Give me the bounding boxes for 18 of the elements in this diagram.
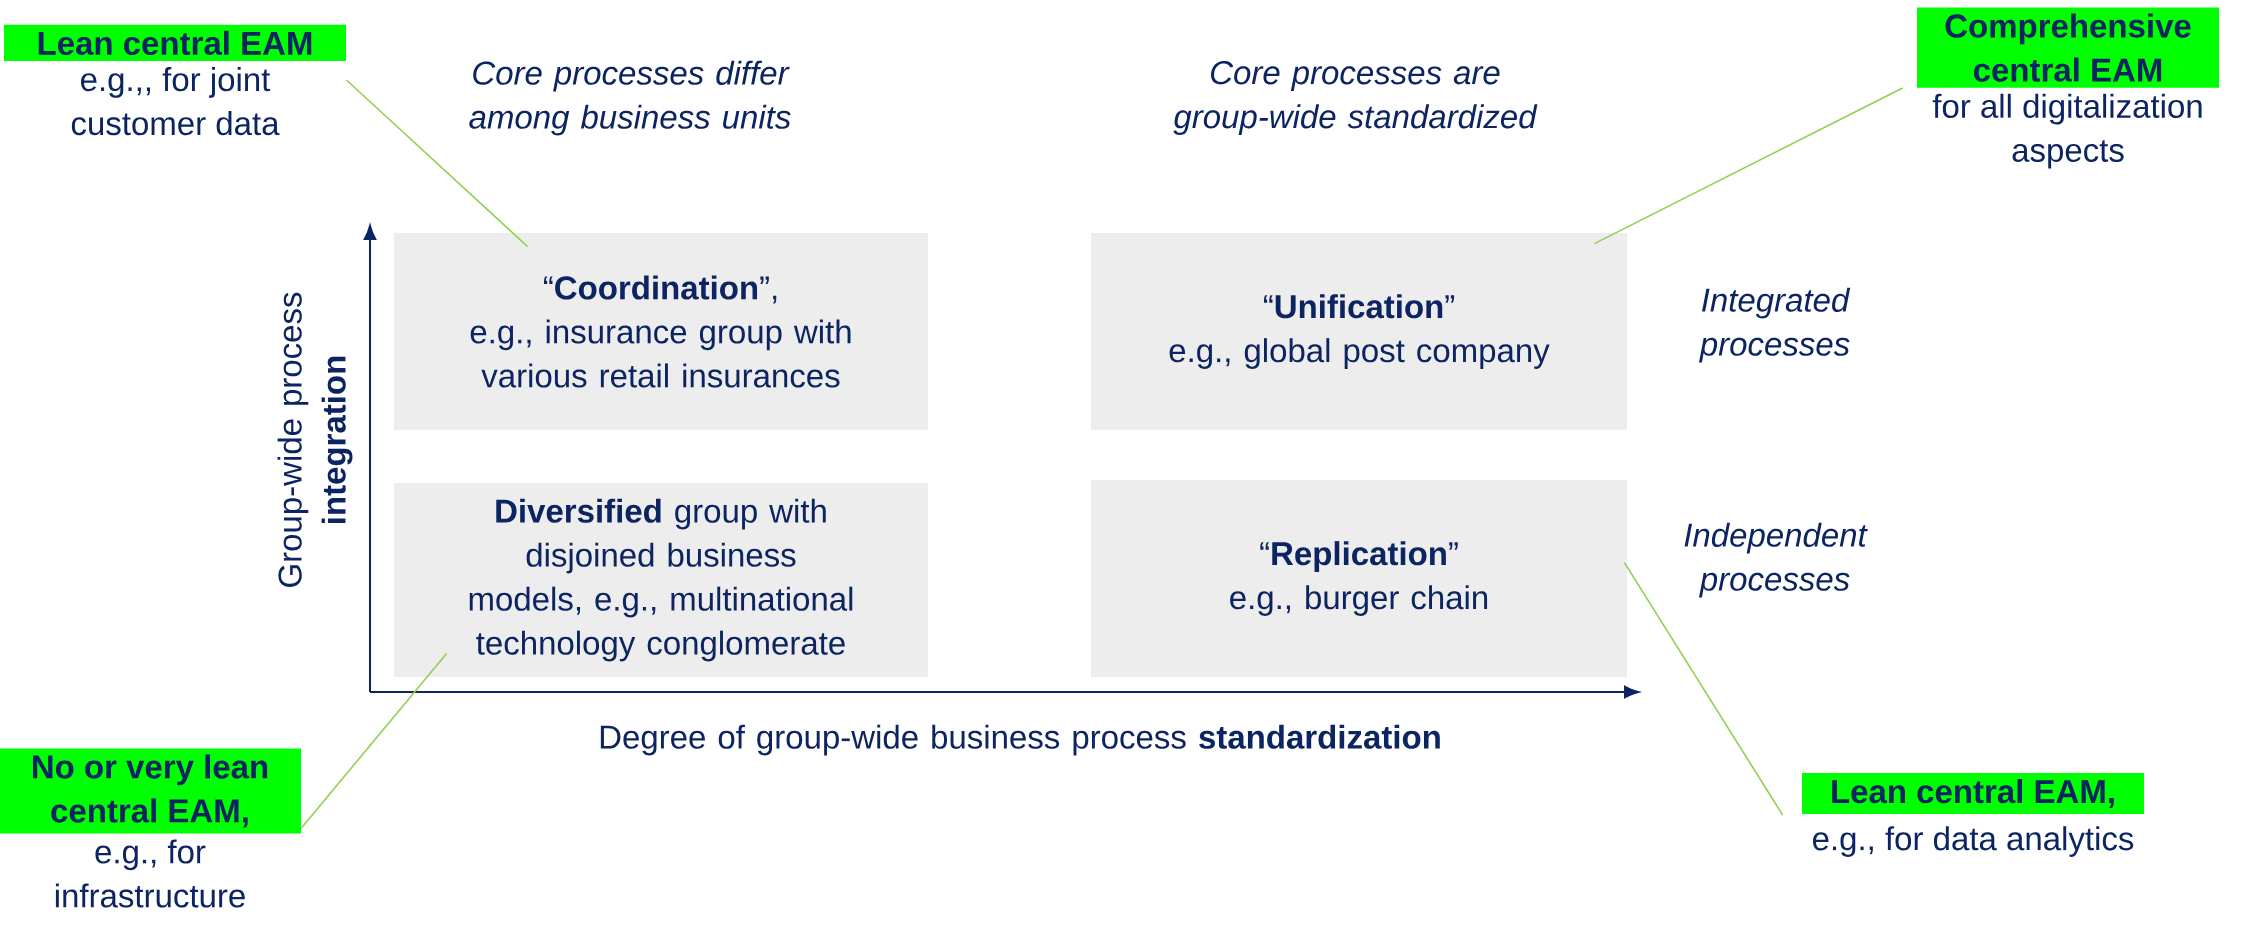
callout-text: Lean central EAM, e.g., for data analytics [1802, 773, 2144, 857]
callout-text: Comprehensive central EAM for all digitalization aspects [1917, 7, 2219, 169]
leader-line [345, 79, 529, 248]
column-heading: Core processes differ among business units [469, 60, 791, 136]
callout-text: Lean central EAM e.g.,, for joint customer data [4, 24, 346, 136]
leader-line [300, 652, 448, 829]
quadrant-box: “Unification” e.g., global post company [1091, 233, 1627, 430]
callout-text: No or very lean central EAM, e.g., for infrastructure [0, 748, 301, 908]
quadrant-box: Diversified group with disjoined business models, e.g., multinational technology conglomerate [394, 483, 928, 677]
row-heading: Independent processes [1684, 522, 1868, 598]
axis-label: Group-wide process integration [277, 292, 353, 587]
leader-line [1623, 561, 1784, 816]
leader-line [1593, 87, 1904, 245]
axis-label: Degree of group-wide business process standardization [600, 724, 1440, 756]
quadrant-box: “Replication” e.g., burger chain [1091, 480, 1627, 677]
row-heading: Integrated processes [1699, 287, 1851, 363]
column-heading: Core processes are group-wide standardized [1173, 61, 1538, 135]
quadrant-box: “Coordination”, e.g., insurance group with various retail insurances [394, 233, 928, 430]
